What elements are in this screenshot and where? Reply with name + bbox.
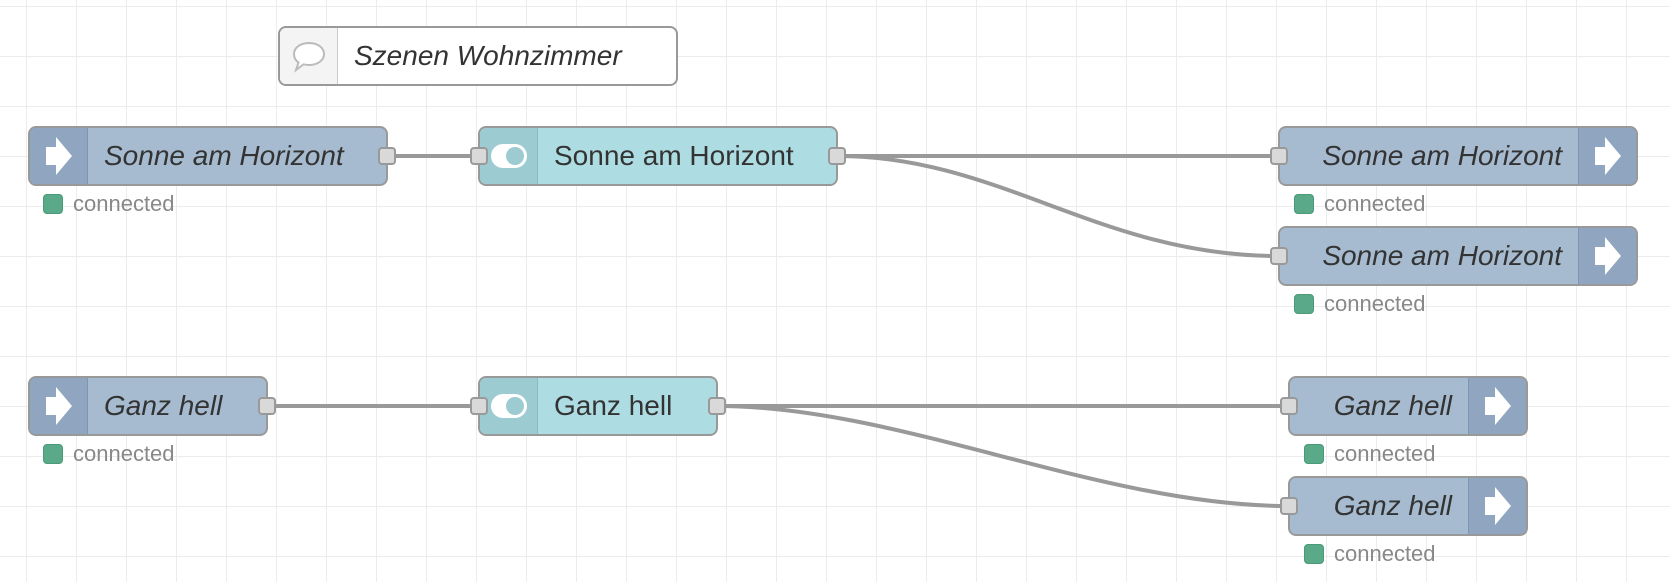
output-port[interactable] (378, 147, 396, 165)
link-out-node[interactable]: Sonne am Horizont (1270, 226, 1638, 286)
arrow-right-icon (30, 128, 88, 184)
node-label: Ganz hell (554, 390, 673, 421)
toggle-switch-icon (480, 378, 538, 434)
wire[interactable] (837, 154, 1279, 258)
status-indicator-icon (43, 444, 63, 464)
input-port[interactable] (470, 147, 488, 165)
node-label: Sonne am Horizont (104, 140, 344, 171)
comment-label: Szenen Wohnzimmer (354, 40, 622, 71)
arrow-right-icon (1468, 378, 1526, 434)
status-indicator-icon (43, 194, 63, 214)
speech-bubble-icon (280, 28, 338, 84)
status-indicator-icon (1294, 294, 1314, 314)
node-label: Sonne am Horizont (1322, 240, 1562, 271)
arrow-right-icon (1468, 478, 1526, 534)
link-out-node[interactable]: Ganz hell (1280, 476, 1528, 536)
node-label: Sonne am Horizont (554, 140, 794, 171)
link-out-node[interactable]: Sonne am Horizont (1270, 126, 1638, 186)
status-indicator-icon (1294, 194, 1314, 214)
toggle-node[interactable]: Sonne am Horizont (470, 126, 846, 186)
arrow-right-icon (1578, 228, 1636, 284)
arrow-right-icon (1578, 128, 1636, 184)
status-indicator-icon (1304, 444, 1324, 464)
output-port[interactable] (828, 147, 846, 165)
node-status: connected (1294, 291, 1426, 316)
link-in-node[interactable]: Sonne am Horizont (28, 126, 396, 186)
node-status: connected (1304, 541, 1436, 566)
input-port[interactable] (1270, 147, 1288, 165)
node-label: Ganz hell (104, 390, 223, 421)
node-label: Ganz hell (1333, 390, 1452, 421)
node-status: connected (1304, 441, 1436, 466)
node-status: connected (1294, 191, 1426, 216)
link-out-node[interactable]: Ganz hell (1280, 376, 1528, 436)
link-in-node[interactable]: Ganz hell (28, 376, 276, 436)
node-label: Sonne am Horizont (1322, 140, 1562, 171)
toggle-switch-icon (480, 128, 538, 184)
toggle-node[interactable]: Ganz hell (470, 376, 726, 436)
arrow-right-icon (30, 378, 88, 434)
output-port[interactable] (258, 397, 276, 415)
wire[interactable] (717, 404, 1289, 508)
node-status: connected (43, 191, 175, 216)
input-port[interactable] (1270, 247, 1288, 265)
node-label: Ganz hell (1333, 490, 1452, 521)
node-status: connected (43, 441, 175, 466)
input-port[interactable] (470, 397, 488, 415)
comment-node[interactable]: Szenen Wohnzimmer (278, 26, 678, 86)
status-indicator-icon (1304, 544, 1324, 564)
output-port[interactable] (708, 397, 726, 415)
input-port[interactable] (1280, 397, 1298, 415)
input-port[interactable] (1280, 497, 1298, 515)
